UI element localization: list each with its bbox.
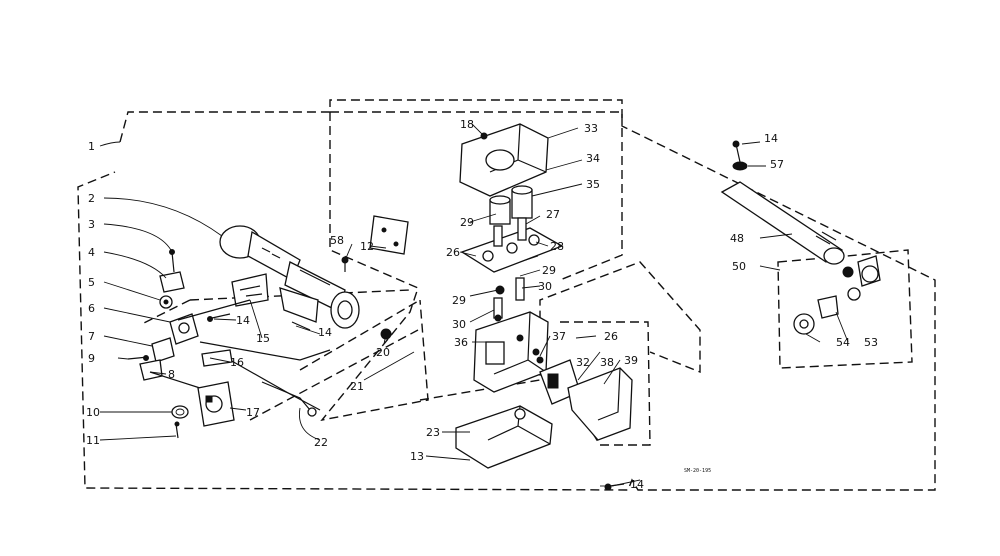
label-30-right: 30 <box>538 280 552 293</box>
part-35-knobs <box>489 185 533 225</box>
label-7: 7 <box>88 330 95 343</box>
label-6: 6 <box>88 302 95 315</box>
label-29-mid: 29 <box>542 264 556 277</box>
label-30-left: 30 <box>452 318 466 331</box>
part-3-screw <box>169 249 175 273</box>
leader-lines <box>99 123 849 487</box>
part-15-bracket <box>231 273 269 307</box>
label-26-lower: 26 <box>604 330 618 343</box>
label-23: 23 <box>426 426 440 439</box>
label-1: 1 <box>88 140 95 153</box>
label-10: 10 <box>86 406 100 419</box>
label-14-left: 14 <box>236 314 250 327</box>
label-32: 32 <box>576 356 590 369</box>
bracket-subassembly-boundary <box>419 261 701 401</box>
label-18: 18 <box>460 118 474 131</box>
thermocouple-bracket <box>279 287 319 331</box>
label-33: 33 <box>584 122 598 135</box>
label-2: 2 <box>88 192 95 205</box>
label-57: 57 <box>770 158 784 171</box>
label-54: 54 <box>836 336 850 349</box>
label-15: 15 <box>256 332 270 345</box>
label-34: 34 <box>586 152 600 165</box>
part-5-nut <box>159 295 173 309</box>
label-13: 13 <box>410 450 424 463</box>
part-17-control <box>197 381 235 427</box>
part-8-elbow <box>139 359 163 381</box>
part-29-30-stems <box>493 277 525 322</box>
label-37: 37 <box>552 330 566 343</box>
label-14-right: 14 <box>764 132 778 145</box>
label-29-top: 29 <box>460 216 474 229</box>
part-58-screw <box>341 256 349 272</box>
control-subassembly-boundary <box>330 111 623 281</box>
part-23-bracket <box>455 405 553 469</box>
label-14-center: 14 <box>318 326 332 339</box>
part-37-screw <box>536 356 544 364</box>
label-58: 58 <box>330 234 344 247</box>
label-50: 50 <box>732 260 746 273</box>
label-35: 35 <box>586 178 600 191</box>
label-5: 5 <box>88 276 95 289</box>
part-11-pin <box>174 421 180 439</box>
label-11: 11 <box>86 434 100 447</box>
burner-subassembly-boundary <box>777 249 913 369</box>
label-53: 53 <box>864 336 878 349</box>
label-28: 28 <box>550 240 564 253</box>
part-4-clip <box>159 271 185 293</box>
part-54-nut <box>793 313 815 335</box>
pilot-tubing <box>149 299 331 411</box>
part-50-orifice <box>842 255 881 301</box>
label-26-upper: 26 <box>446 246 460 259</box>
part-9-screw <box>127 355 149 361</box>
main-assembly-boundary <box>77 99 936 491</box>
screw-14-left <box>207 313 231 322</box>
part-33-cover <box>459 123 549 197</box>
valve-subassembly-boundary <box>320 112 429 422</box>
part-36-valve-body <box>473 311 549 393</box>
label-22: 22 <box>314 436 328 449</box>
label-27: 27 <box>546 208 560 221</box>
part-48-burner-tube <box>720 181 845 265</box>
part-39-cover <box>567 367 633 441</box>
label-14-bottom: 14 <box>630 478 644 491</box>
label-8: 8 <box>168 368 175 381</box>
label-9: 9 <box>88 352 95 365</box>
label-3: 3 <box>88 218 95 231</box>
label-39: 39 <box>624 354 638 367</box>
pilot-tube-assembly <box>219 225 360 329</box>
label-20: 20 <box>376 346 390 359</box>
label-29-left: 29 <box>452 294 466 307</box>
label-21: 21 <box>350 380 364 393</box>
label-38: 38 <box>600 356 614 369</box>
label-36: 36 <box>454 336 468 349</box>
label-12: 12 <box>360 240 374 253</box>
diagram-code: SM-20-195 <box>684 468 711 474</box>
part-22-thermocouple <box>261 381 317 417</box>
part-14-57-screw <box>732 140 748 171</box>
label-4: 4 <box>88 246 95 259</box>
label-17: 17 <box>246 406 260 419</box>
part-7-fitting <box>151 337 175 363</box>
label-16: 16 <box>230 356 244 369</box>
part-12-plate <box>369 215 409 255</box>
part-6-fitting <box>169 313 199 345</box>
part-16-sensor <box>201 349 233 367</box>
label-48: 48 <box>730 232 744 245</box>
screw-14-bottom <box>604 483 625 491</box>
part-18-screw <box>480 132 488 140</box>
part-53-fitting <box>817 295 839 319</box>
part-10-ring <box>171 405 189 419</box>
